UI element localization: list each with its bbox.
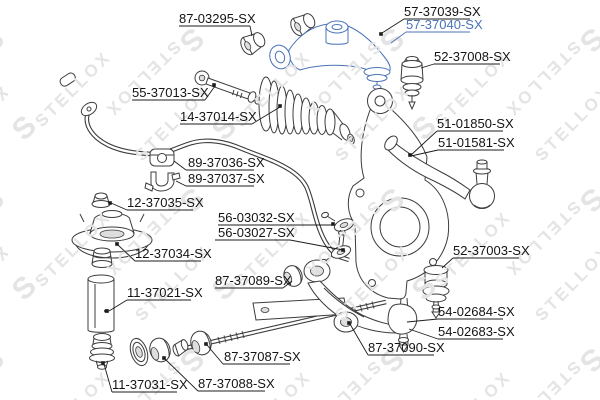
leader-dot: [101, 361, 105, 365]
leader-dot: [105, 309, 109, 313]
leader-line: [103, 363, 113, 393]
part-number-text[interactable]: 55-37013-SX: [132, 85, 209, 100]
part-label-52-37008-SX[interactable]: 52-37008-SX: [420, 49, 511, 69]
part-number-text[interactable]: 57-37039-SX: [404, 4, 481, 19]
part-number-text[interactable]: 12-37035-SX: [127, 195, 204, 210]
part-number-text[interactable]: 89-37037-SX: [188, 171, 265, 186]
leader-line: [282, 280, 293, 289]
part-label-87-03295-SX[interactable]: 87-03295-SX: [179, 11, 256, 37]
leader-dot: [278, 104, 282, 108]
part-label-12-37035-SX[interactable]: 12-37035-SX: [108, 195, 204, 211]
leader-line: [410, 149, 439, 157]
part-number-text[interactable]: 87-37089-SX: [215, 273, 292, 288]
leader-line: [408, 328, 439, 340]
part-number-text[interactable]: 57-37040-SX: [406, 17, 483, 32]
part-label-56-03027-SX[interactable]: 56-03027-SX: [215, 225, 345, 252]
part-label-54-02684-SX[interactable]: 54-02684-SX: [406, 304, 515, 323]
part-number-text[interactable]: 87-03295-SX: [179, 11, 256, 26]
leader-line: [406, 318, 439, 323]
part-label-87-37087-SX[interactable]: 87-37087-SX: [204, 342, 301, 365]
leader-dot: [379, 32, 383, 36]
leader-line: [175, 180, 187, 187]
leader-line: [420, 63, 435, 69]
part-label-11-37021-SX[interactable]: 11-37021-SX: [105, 285, 203, 313]
part-number-text[interactable]: 89-37036-SX: [188, 155, 265, 170]
leader-dot: [408, 153, 412, 157]
part-number-text[interactable]: 54-02683-SX: [438, 324, 515, 339]
part-number-text[interactable]: 56-03027-SX: [218, 225, 295, 240]
leader-line: [249, 25, 253, 37]
part-label-87-37090-SX[interactable]: 87-37090-SX: [347, 321, 445, 356]
part-number-text[interactable]: 87-37090-SX: [368, 340, 445, 355]
part-label-12-37034-SX[interactable]: 12-37034-SX: [115, 242, 212, 262]
part-number-text[interactable]: 14-37014-SX: [180, 109, 257, 124]
part-label-57-37040-SX[interactable]: 57-37040-SX: [390, 17, 483, 44]
leader-line: [206, 344, 224, 365]
part-number-text[interactable]: 51-01850-SX: [437, 116, 514, 131]
leader-dot: [115, 242, 119, 246]
part-label-14-37014-SX[interactable]: 14-37014-SX: [180, 104, 282, 125]
part-number-text[interactable]: 52-37003-SX: [453, 243, 530, 258]
part-label-87-37089-SX[interactable]: 87-37089-SX: [215, 273, 293, 289]
leader-dot: [347, 321, 351, 325]
part-label-55-37013-SX[interactable]: 55-37013-SX: [132, 83, 216, 101]
leader-line: [410, 130, 438, 156]
part-label-89-37037-SX[interactable]: 89-37037-SX: [175, 171, 265, 187]
part-number-text[interactable]: 12-37034-SX: [135, 246, 212, 261]
part-label-87-37088-SX[interactable]: 87-37088-SX: [162, 356, 275, 392]
part-label-57-37039-SX[interactable]: 57-37039-SX: [379, 4, 481, 36]
part-number-text[interactable]: 87-37087-SX: [224, 349, 301, 364]
leader-dot: [108, 201, 112, 205]
leader-line: [110, 202, 128, 211]
part-number-text[interactable]: 11-37031-SX: [112, 377, 188, 392]
leader-line: [164, 358, 199, 392]
leader-line: [108, 299, 128, 312]
part-number-text[interactable]: 51-01581-SX: [438, 135, 515, 150]
leader-line: [289, 239, 344, 251]
leader-line: [117, 244, 136, 262]
part-label-11-37031-SX[interactable]: 11-37031-SX: [101, 361, 188, 393]
part-number-text[interactable]: 87-37088-SX: [198, 376, 275, 391]
leader-dot: [341, 248, 345, 252]
leader-line: [441, 257, 454, 269]
leader-line: [390, 31, 407, 44]
part-label-51-01581-SX[interactable]: 51-01581-SX: [408, 135, 515, 157]
leader-line: [251, 106, 281, 125]
part-label-54-02683-SX[interactable]: 54-02683-SX: [408, 324, 515, 340]
leader-line: [381, 18, 405, 34]
part-number-text[interactable]: 52-37008-SX: [434, 49, 511, 64]
leader-dot: [204, 342, 208, 346]
leader-line: [173, 160, 187, 171]
part-label-56-03032-SX[interactable]: 56-03032-SX: [218, 210, 335, 226]
part-number-text[interactable]: 11-37021-SX: [127, 285, 203, 300]
part-number-text[interactable]: 56-03032-SX: [218, 210, 295, 225]
leader-line: [204, 85, 216, 101]
part-label-89-37036-SX[interactable]: 89-37036-SX: [173, 155, 265, 171]
leader-dot: [162, 356, 166, 360]
leader-dot: [212, 83, 216, 87]
part-label-51-01850-SX[interactable]: 51-01850-SX: [410, 116, 514, 156]
part-number-text[interactable]: 54-02684-SX: [438, 304, 515, 319]
leader-line: [349, 323, 369, 356]
leader-dot: [331, 222, 335, 226]
part-label-52-37003-SX[interactable]: 52-37003-SX: [441, 243, 530, 269]
